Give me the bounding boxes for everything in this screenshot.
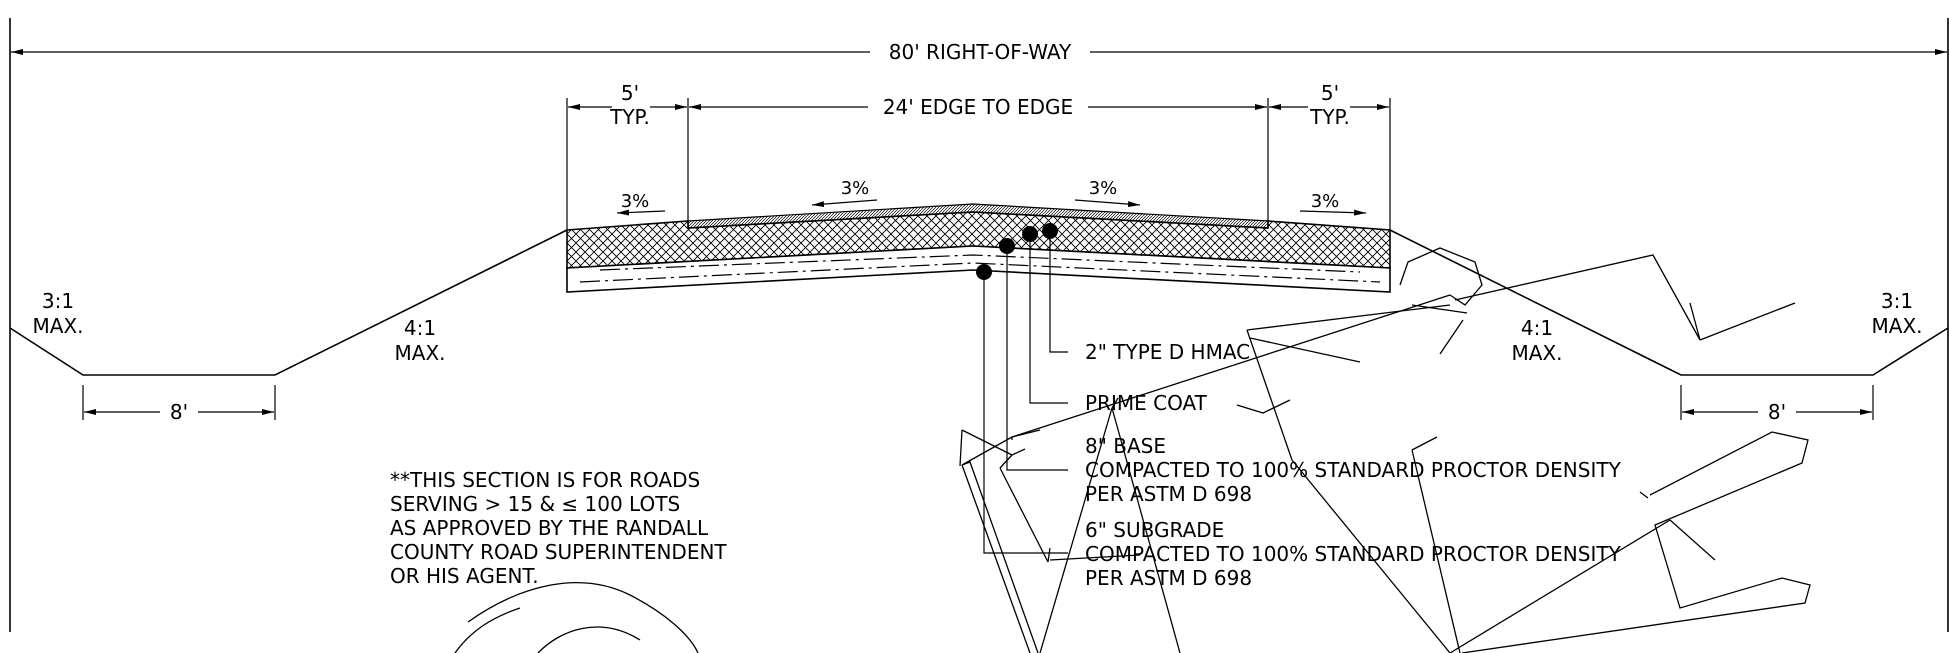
subgrade-callout-title: 6" SUBGRADE [1085, 518, 1224, 542]
subgrade-callout-spec-1: COMPACTED TO 100% STANDARD PROCTOR DENSI… [1085, 542, 1622, 566]
prime-coat-callout: PRIME COAT [1085, 391, 1208, 415]
backslope-right-max: MAX. [1872, 314, 1923, 338]
foreslope-left-max: MAX. [395, 341, 446, 365]
row-width-label: 80' RIGHT-OF-WAY [889, 40, 1072, 64]
subgrade-centerline-b [579, 262, 1381, 283]
ditch-right-width-label: 8' [1768, 400, 1786, 424]
ground-profile-right [1389, 229, 1949, 376]
ditch-left-width-label: 8' [170, 400, 188, 424]
subgrade-callout-spec-2: PER ASTM D 698 [1085, 566, 1252, 590]
slope-shoulder-right-label: 3% [1311, 191, 1340, 212]
subgrade-centerline-a [599, 254, 1361, 273]
section-note: **THIS SECTION IS FOR ROADS SERVING > 15… [390, 468, 727, 588]
watermark-letter-r [961, 429, 1051, 563]
watermark-letter-t [1449, 431, 1811, 653]
base-leader-line [1006, 246, 1068, 471]
note-line-2: SERVING > 15 & ≤ 100 LOTS [390, 492, 680, 516]
base-callout-title: 8" BASE [1085, 434, 1166, 458]
backslope-left-label: 3:1 [42, 289, 74, 313]
slope-arrow-lane-left [811, 199, 878, 208]
backslope-right-label: 3:1 [1881, 289, 1913, 313]
watermark-letter-f [1011, 247, 1483, 653]
watermark-letter-d [454, 582, 699, 653]
foreslope-left-label: 4:1 [404, 316, 436, 340]
watermark-letter-a [959, 429, 1041, 653]
slope-arrow-shoulder-right [1299, 209, 1367, 216]
backslope-left-max: MAX. [33, 314, 84, 338]
note-line-3: AS APPROVED BY THE RANDALL [390, 516, 709, 540]
shoulder-right-typ-label: TYP. [1309, 105, 1350, 129]
slope-lane-left-label: 3% [841, 178, 870, 199]
base-callout-spec-2: PER ASTM D 698 [1085, 482, 1252, 506]
prime-leader-line [1029, 234, 1068, 404]
ground-profile-left [9, 229, 568, 376]
watermark-outline [1246, 254, 1796, 653]
base-callout-spec-1: COMPACTED TO 100% STANDARD PROCTOR DENSI… [1085, 458, 1622, 482]
note-line-4: COUNTY ROAD SUPERINTENDENT [390, 540, 727, 564]
note-line-5: OR HIS AGENT. [390, 564, 539, 588]
shoulder-left-dim-label: 5' [621, 81, 639, 105]
shoulder-right-dim-label: 5' [1321, 81, 1339, 105]
slope-arrow-shoulder-left [616, 209, 666, 216]
watermark-letter-a-right [1039, 397, 1181, 653]
slope-arrow-lane-right [1074, 199, 1141, 208]
subgrade-leader-line [983, 272, 1068, 554]
pavement-width-label: 24' EDGE TO EDGE [883, 95, 1073, 119]
foreslope-right-label: 4:1 [1521, 316, 1553, 340]
shoulder-left-typ-label: TYP. [609, 105, 650, 129]
note-line-1: **THIS SECTION IS FOR ROADS [390, 468, 700, 492]
draft-watermark [454, 247, 1811, 653]
hmac-callout: 2" TYPE D HMAC [1085, 340, 1250, 364]
hmac-leader-line [1049, 231, 1068, 353]
slope-shoulder-left-label: 3% [621, 191, 650, 212]
foreslope-right-max: MAX. [1512, 341, 1563, 365]
slope-lane-right-label: 3% [1089, 178, 1118, 199]
